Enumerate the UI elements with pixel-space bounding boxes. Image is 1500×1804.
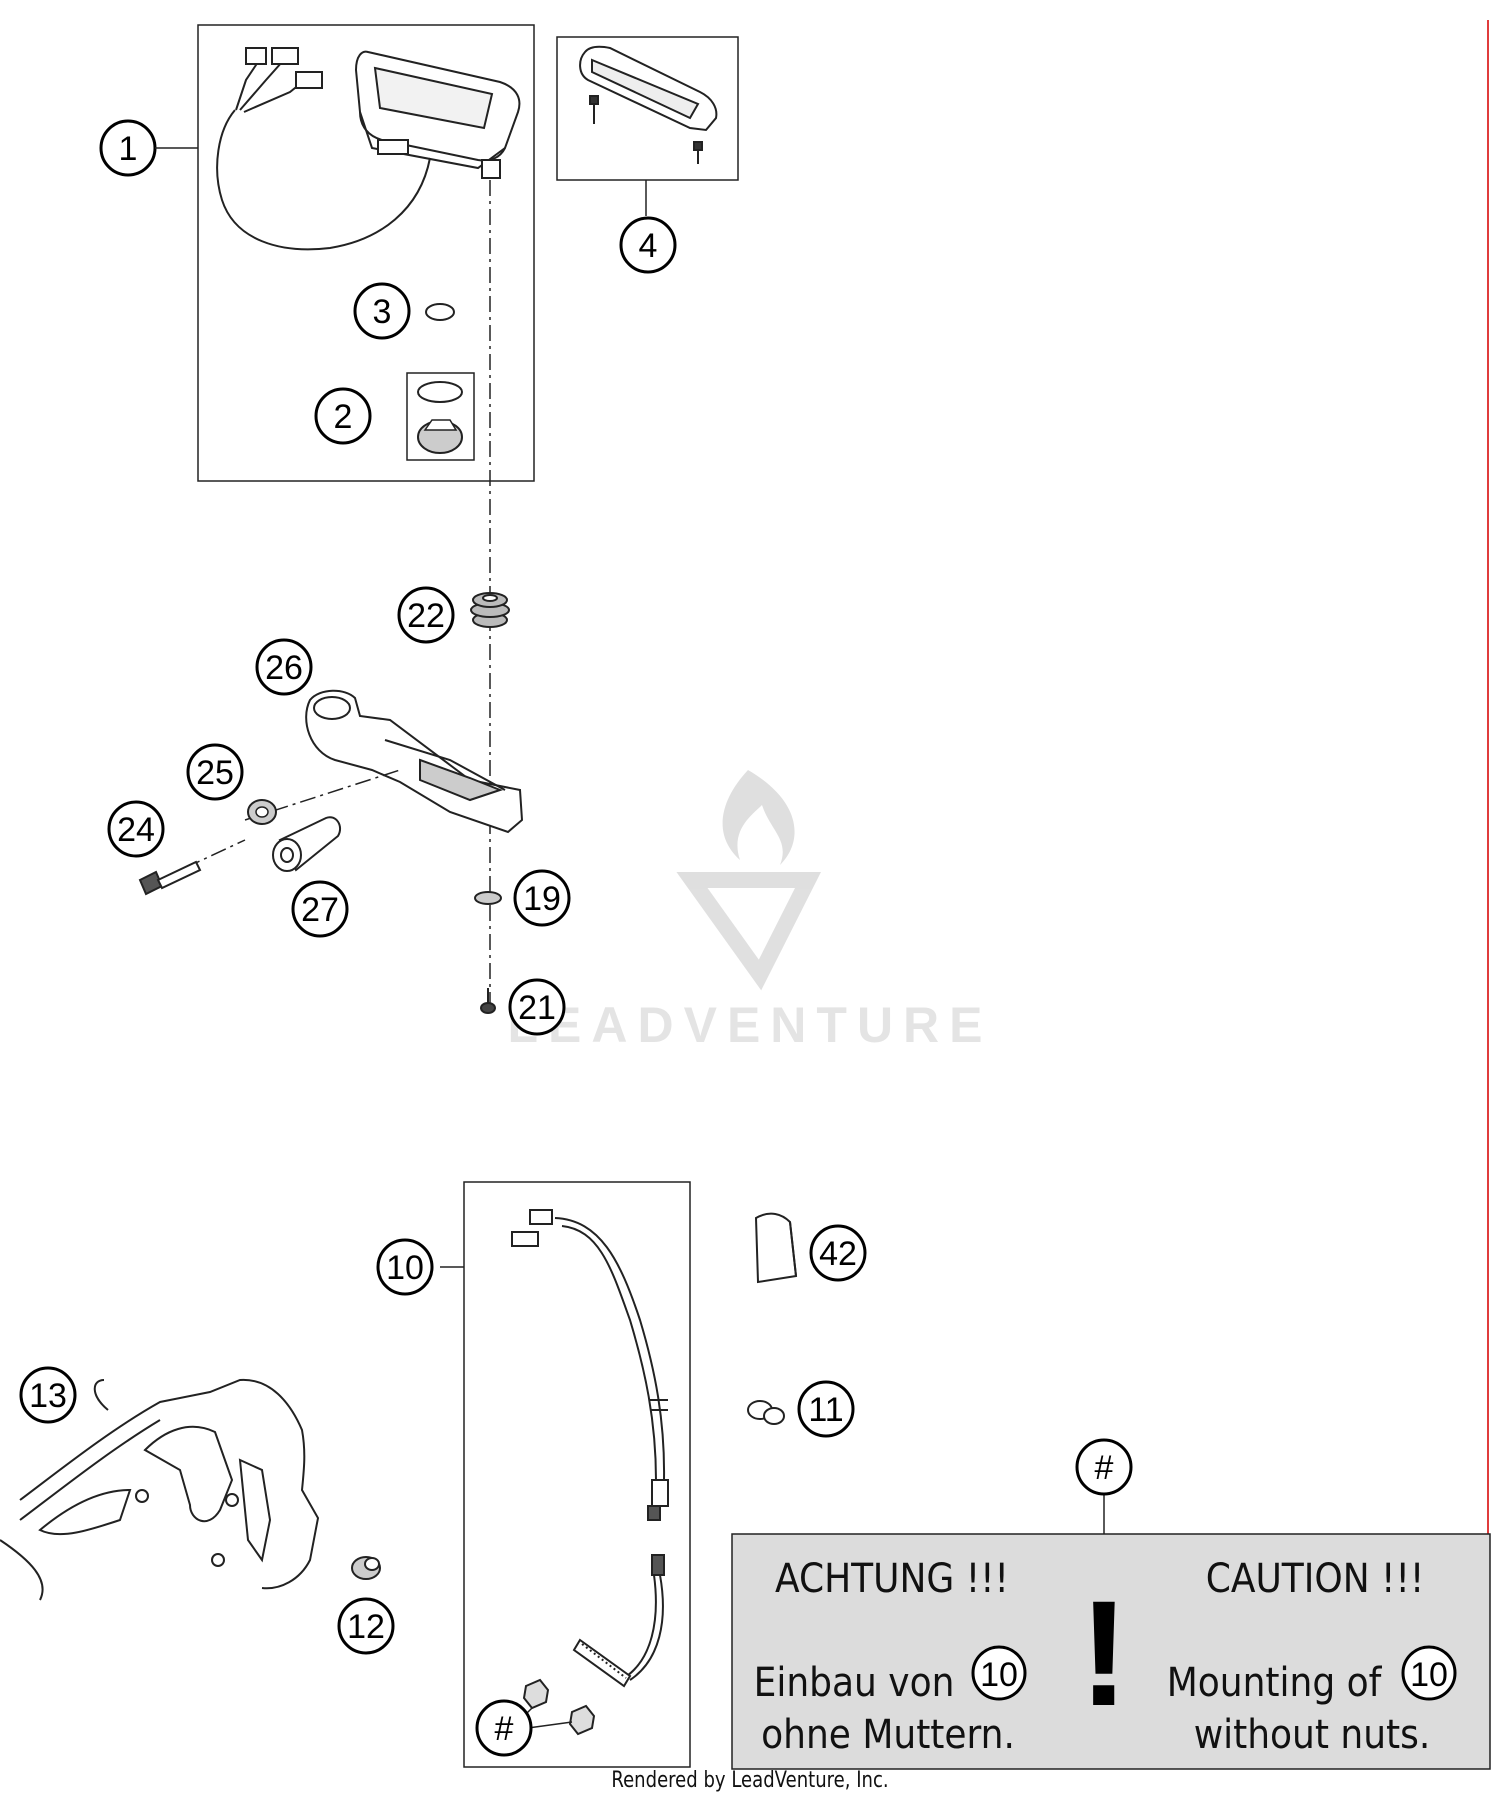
callout-13: 13: [19, 1366, 77, 1424]
part-21-screw: [480, 988, 496, 1014]
footer-credit: Rendered by LeadVenture, Inc.: [611, 1768, 889, 1793]
part-24-bolt: [138, 860, 202, 896]
part-4-screws: [589, 95, 703, 164]
watermark-text: LEADVENTURE: [507, 997, 992, 1053]
callout-label: 19: [523, 880, 561, 918]
callout-24: 24: [107, 800, 165, 858]
callout-label: #: [1095, 1449, 1114, 1487]
part-10-sensor-cable: [511, 1209, 669, 1688]
callout-26: 26: [255, 638, 313, 696]
mounting-of-text: Mounting of: [1167, 1660, 1383, 1706]
callout-22: 22: [397, 586, 455, 644]
callout-label: 10: [386, 1249, 424, 1287]
part-11-clip: [747, 1400, 785, 1425]
group-box-speed-sensor: [463, 1181, 691, 1768]
part-22-grommet: [470, 592, 510, 628]
callout-label: 25: [196, 754, 234, 792]
part-13-guard: [0, 1378, 320, 1601]
part-3-cap: [425, 303, 455, 321]
part-26-bracket: [305, 689, 524, 834]
callout-4: 4: [619, 216, 677, 274]
callout-label: 27: [301, 891, 339, 929]
svg-text:10: 10: [980, 1656, 1018, 1694]
callout-label: 1: [119, 130, 138, 168]
part-2-box: [406, 372, 475, 461]
exclamation-mark: !: [1079, 1569, 1129, 1737]
without-nuts-text: without nuts.: [1194, 1712, 1431, 1758]
callout-hash: #: [1075, 1438, 1133, 1496]
part-19-washer: [474, 891, 502, 905]
callout-19: 19: [513, 869, 571, 927]
callout-label: 2: [334, 398, 353, 436]
callout-label: 4: [639, 227, 658, 265]
callout-label: 42: [819, 1235, 857, 1273]
callout-label: 12: [347, 1608, 385, 1646]
callout-12: 12: [337, 1597, 395, 1655]
part-13-ring: [93, 1379, 109, 1411]
callout-label: 11: [808, 1391, 843, 1429]
callout-25: 25: [186, 743, 244, 801]
callout-label: 24: [117, 811, 155, 849]
callout-42: 42: [809, 1224, 867, 1282]
callout-label: 22: [407, 597, 445, 635]
group-box-part-4: [556, 36, 739, 181]
callout-21: 21: [508, 978, 566, 1036]
callout-3: 3: [353, 282, 411, 340]
callout-11: 11: [797, 1380, 855, 1438]
callout-hash: #: [475, 1699, 533, 1757]
callout-2: 2: [314, 387, 372, 445]
ohne-muttern-text: ohne Muttern.: [761, 1712, 1015, 1758]
nuts: [522, 1678, 596, 1736]
caution-callout-10-left: 10: [971, 1645, 1027, 1701]
einbau-von-text: Einbau von: [754, 1660, 955, 1706]
part-4-cover: [579, 45, 718, 132]
caution-panel: [731, 1533, 1491, 1770]
achtung-title: ACHTUNG !!!: [775, 1556, 1009, 1602]
callout-label: #: [495, 1710, 514, 1748]
part-42-clip: [754, 1212, 798, 1284]
watermark-logo: [676, 770, 822, 991]
part-12-bushing: [351, 1556, 381, 1580]
speedometer-unit: [216, 47, 521, 251]
caution-callout-10-right: 10: [1401, 1645, 1457, 1701]
part-27-sleeve: [272, 816, 342, 872]
group-box-speedometer: [197, 24, 535, 482]
callout-1: 1: [99, 119, 157, 177]
callout-label: 26: [265, 649, 303, 687]
callout-27: 27: [291, 880, 349, 938]
svg-text:10: 10: [1410, 1656, 1448, 1694]
callout-label: 21: [518, 989, 556, 1027]
callout-label: 3: [373, 293, 392, 331]
caution-title: CAUTION !!!: [1206, 1556, 1425, 1602]
part-2-oring: [417, 381, 463, 403]
callout-label: 13: [29, 1377, 67, 1415]
callout-10: 10: [376, 1238, 434, 1296]
